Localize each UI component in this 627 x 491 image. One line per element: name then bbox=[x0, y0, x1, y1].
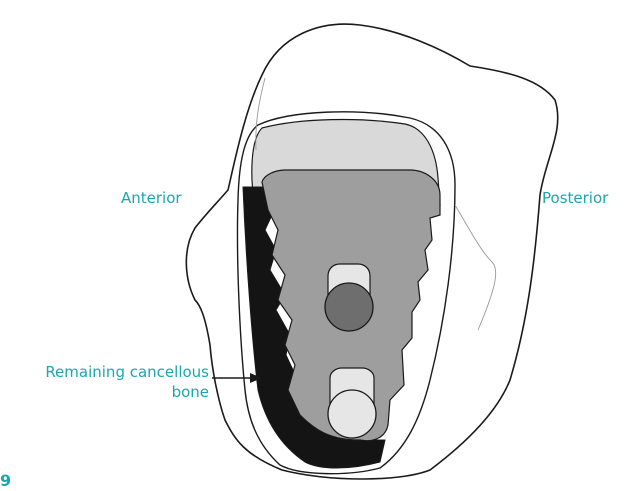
figure-number-fragment: 9 bbox=[0, 471, 11, 491]
cancellous-bone-label: Remaining cancellous bone bbox=[45, 362, 209, 402]
anterior-label: Anterior bbox=[121, 188, 182, 208]
upper-peg bbox=[325, 283, 373, 331]
cancellous-label-line1: Remaining cancellous bbox=[45, 362, 209, 382]
lower-peg bbox=[328, 390, 376, 438]
cancellous-label-line2: bone bbox=[45, 382, 209, 402]
posterior-label: Posterior bbox=[542, 188, 608, 208]
